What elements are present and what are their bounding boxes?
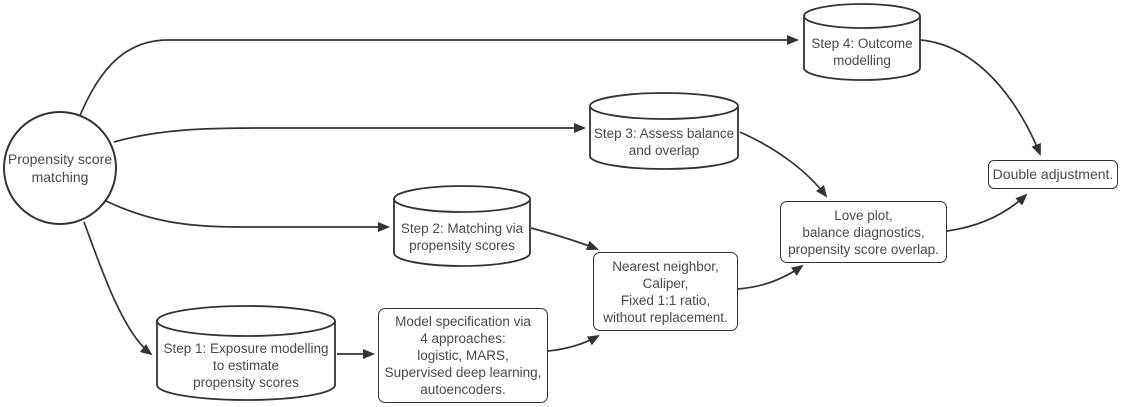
node-label: Step 4: Outcome modelling <box>811 36 913 68</box>
edge-start-step3 <box>113 123 586 143</box>
node-step4-outcome-modelling: Step 4: Outcome modelling <box>803 3 921 81</box>
node-label: Step 1: Exposure modelling to estimate p… <box>163 341 329 390</box>
node-matching-methods: Nearest neighbor, Caliper, Fixed 1:1 rat… <box>593 252 738 331</box>
edge-matching-diagnostics <box>737 264 804 290</box>
node-label: Step 3: Assess balance and overlap <box>593 126 735 158</box>
edge-model-spec-matching <box>547 335 600 352</box>
cylinder-shape <box>803 3 921 81</box>
node-label: Model specification via 4 approaches: lo… <box>384 314 542 397</box>
node-label: Step 2: Matching via propensity scores <box>400 221 524 253</box>
node-label: Double adjustment. <box>992 166 1114 182</box>
node-label: Propensity score matching <box>7 151 113 185</box>
node-double-adjustment: Double adjustment. <box>988 160 1118 189</box>
edge-step4-double <box>920 39 1041 156</box>
edge-diagnostics-double <box>946 193 1028 232</box>
node-propensity-score-matching: Propensity score matching <box>3 111 117 225</box>
node-step3-assess-balance: Step 3: Assess balance and overlap <box>589 92 739 170</box>
edge-step3-diagnostics <box>739 131 828 198</box>
node-label: Love plot, balance diagnostics, propensi… <box>788 207 939 257</box>
cylinder-shape <box>156 305 336 401</box>
node-balance-diagnostics: Love plot, balance diagnostics, propensi… <box>780 201 947 263</box>
cylinder-shape <box>589 92 739 170</box>
edge-start-step2 <box>105 200 390 232</box>
node-step2-matching: Step 2: Matching via propensity scores <box>393 185 531 267</box>
node-step1-exposure-modelling: Step 1: Exposure modelling to estimate p… <box>156 305 336 401</box>
node-label: Nearest neighbor, Caliper, Fixed 1:1 rat… <box>603 258 728 325</box>
node-model-specification: Model specification via 4 approaches: lo… <box>378 308 548 403</box>
cylinder-shape <box>393 185 531 267</box>
edge-step2-matching <box>530 227 599 251</box>
edge-start-step1 <box>83 221 153 356</box>
